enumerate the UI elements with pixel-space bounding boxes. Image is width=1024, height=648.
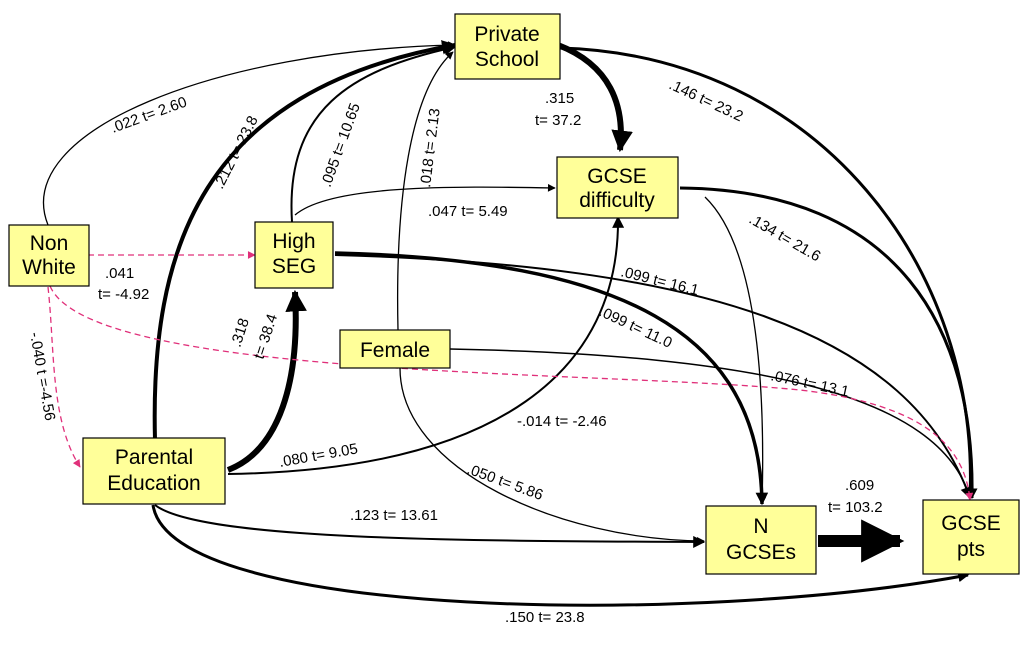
node-gcse-difficulty-line1: GCSE <box>587 165 647 188</box>
node-non-white: Non White <box>8 224 90 287</box>
label-parent-difficulty: .080 t= 9.05 <box>278 440 359 471</box>
label-parent-pts: .150 t= 23.8 <box>505 609 585 626</box>
label-seg-difficulty: .047 t= 5.49 <box>428 203 508 220</box>
label-seg-private: .095 t= 10.65 <box>318 101 364 190</box>
node-n-gcses-line1: N <box>753 515 768 538</box>
label-nonwhite-parent: -.040 t =-4.56 <box>26 331 58 422</box>
label-parent-seg: .318 <box>228 316 253 349</box>
label-nonwhite-pts: -.014 t= -2.46 <box>517 413 607 430</box>
node-gcse-difficulty-line2: difficulty <box>579 189 655 212</box>
edge-nonwhite-pts <box>49 285 974 501</box>
edge-nonwhite-parent <box>47 286 81 468</box>
edge-female-pts <box>449 348 973 499</box>
node-private-school-line1: Private <box>474 23 539 46</box>
edge-private-difficulty <box>556 42 633 153</box>
edge-difficulty-ngcses <box>704 196 767 505</box>
label-ngcses-pts-l1: .609 <box>845 477 874 494</box>
label-nonwhite-seg-l2: t= -4.92 <box>98 286 149 303</box>
node-high-seg-line2: SEG <box>272 255 316 278</box>
edge-seg-pts <box>334 254 973 500</box>
edge-seg-ngcses <box>334 251 769 506</box>
label-nonwhite-seg-l1: .041 <box>105 265 134 282</box>
node-gcse-difficulty: GCSE difficulty <box>556 156 679 219</box>
label-parent-seg-l2: t= 38.4 <box>251 312 281 361</box>
edge-seg-difficulty <box>294 183 556 216</box>
label-ngcses-pts-l2: t= 103.2 <box>828 499 883 516</box>
node-n-gcses: N GCSEs <box>705 505 817 575</box>
node-female-line1: Female <box>360 339 430 362</box>
label-seg-pts: .099 t= 16.1 <box>619 263 700 299</box>
node-parental-education-line2: Education <box>107 472 200 495</box>
node-non-white-line1: Non <box>30 232 69 255</box>
node-n-gcses-line2: GCSEs <box>726 541 796 564</box>
label-private-difficulty-l2: t= 37.2 <box>535 112 581 129</box>
edge-parent-seg <box>226 289 307 473</box>
label-female-ngcses: .050 t= 5.86 <box>465 461 546 504</box>
edge-female-ngcses <box>399 367 705 545</box>
node-parental-education-line1: Parental <box>115 446 193 469</box>
label-private-difficulty-l1: .315 <box>545 90 574 107</box>
edge-nonwhite-private <box>42 41 456 226</box>
node-high-seg-line1: High <box>272 230 315 253</box>
label-private-pts: .146 t= 23.2 <box>666 76 745 125</box>
node-private-school-line2: School <box>475 48 539 71</box>
label-difficulty-pts: .134 t= 21.6 <box>746 211 823 266</box>
edge-female-private <box>397 51 454 331</box>
edge-parent-pts <box>151 504 970 607</box>
edge-parent-ngcses <box>154 504 706 548</box>
node-private-school: Private School <box>454 13 561 80</box>
node-high-seg: High SEG <box>254 221 334 289</box>
node-non-white-line2: White <box>22 256 76 279</box>
label-seg-ngcses: .099 t= 11.0 <box>596 303 674 352</box>
label-female-pts: .076 t= 13.1 <box>769 367 850 400</box>
node-gcse-pts: GCSE pts <box>922 499 1020 575</box>
label-parent-private: .212 t= 23.8 <box>210 113 261 192</box>
node-female: Female <box>339 329 451 369</box>
node-parental-education: Parental Education <box>82 437 226 505</box>
node-gcse-pts-line2: pts <box>957 538 985 561</box>
edge-parent-difficulty <box>227 215 625 475</box>
label-female-private: .018 t= 2.13 <box>417 107 444 188</box>
edge-seg-private <box>290 43 457 223</box>
label-parent-ngcses: .123 t= 13.61 <box>350 507 438 524</box>
node-gcse-pts-line1: GCSE <box>941 512 1001 535</box>
edge-parent-private <box>152 40 457 441</box>
edge-difficulty-pts <box>679 186 978 500</box>
